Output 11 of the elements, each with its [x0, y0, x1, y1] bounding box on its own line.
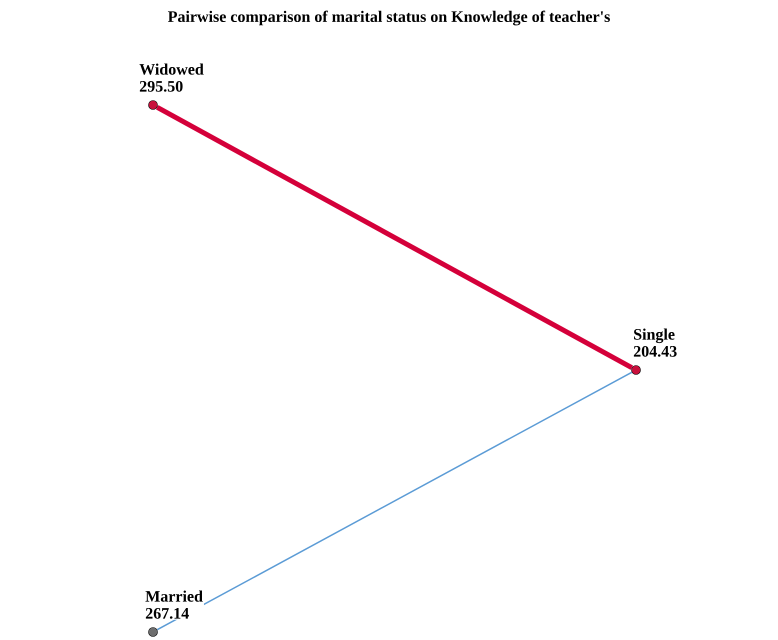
- connector-line: [156, 372, 632, 630]
- point-dot: [148, 100, 158, 110]
- node-label: Married: [145, 590, 203, 602]
- chart-title: Pairwise comparison of marital status on Knowledge of teacher's: [168, 10, 610, 26]
- node-label: 267.14: [146, 608, 189, 619]
- connector-line: [156, 105, 633, 370]
- point-label: Widowed 295.50: [138, 62, 205, 93]
- point-label: Single 204.43: [632, 327, 678, 358]
- point-label: Married 267.14: [144, 589, 204, 620]
- point-dot: [148, 627, 158, 637]
- point-dot: [631, 365, 641, 375]
